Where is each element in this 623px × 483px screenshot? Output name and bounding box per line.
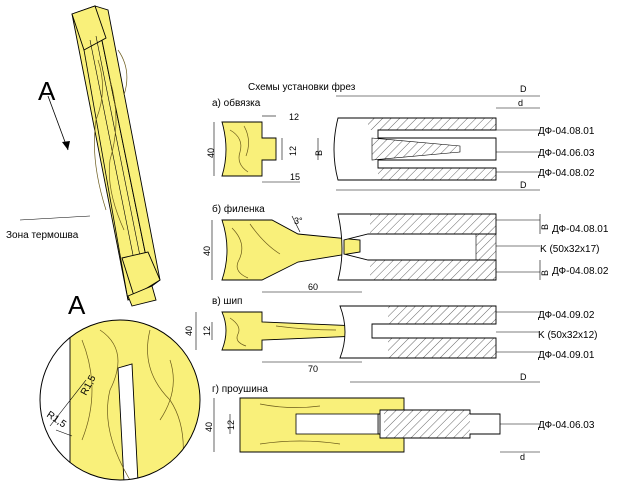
section-c-dim-2: 12 [202, 326, 212, 336]
section-a-dim-1: 12 [289, 112, 299, 122]
section-d-dim-2: 40 [204, 422, 214, 432]
section-d-heading: г) проушина [212, 384, 268, 395]
section-c-cutter-1: ДФ-04.09.02 [538, 310, 595, 321]
section-c-cutter-3: ДФ-04.09.01 [538, 350, 595, 361]
detail-a: А R1,5 R1,5 [39, 290, 201, 481]
section-c-dim-1: 40 [184, 326, 194, 336]
zone-label: Зона термошва [6, 230, 79, 241]
section-c-cutter-2: K (50х32х12) [538, 330, 597, 341]
section-a-dim-5: B [314, 150, 324, 156]
section-b-cutter-3: ДФ-04.08.02 [552, 266, 609, 277]
section-d-dim-3: 12 [226, 420, 236, 430]
section-a-heading: а) обвязка [212, 97, 261, 109]
section-a-cutter-1: ДФ-04.08.01 [538, 126, 595, 137]
view-arrow-a: А [38, 76, 70, 151]
section-b-heading: б) филенка [212, 203, 265, 215]
section-a-dim-2: 40 [206, 148, 216, 158]
section-a-dim-7: d [518, 98, 523, 108]
section-c-heading: в) шип [212, 296, 242, 307]
section-b-dim-5: B [540, 270, 550, 276]
section-b-dim-1: 3° [294, 216, 303, 226]
section-b: б) филенка 40 3° 60 B B ДФ-04.08.01 K (5… [202, 203, 609, 293]
section-b-dim-4: B [540, 224, 550, 230]
section-c-dim-3: 70 [308, 364, 318, 374]
section-a-cutter-3: ДФ-04.08.02 [538, 168, 595, 179]
section-d-dim-1: D [520, 372, 527, 382]
section-a-dim-4: 15 [290, 172, 300, 182]
section-d-dim-4: d [520, 452, 525, 462]
detail-label: А [68, 290, 86, 320]
section-b-cutter-1: ДФ-04.08.01 [552, 224, 609, 235]
section-a-dim-8: D [520, 180, 527, 190]
figure-title: Схемы установки фрез [248, 81, 356, 93]
frame-3d-view [19, 5, 161, 307]
section-a: а) обвязка 12 40 12 15 B D d D ДФ-04.08.… [206, 84, 595, 191]
section-b-dim-3: 60 [308, 282, 318, 292]
section-a-dim-3: 12 [288, 146, 298, 156]
section-d: г) проушина D 40 12 ДФ-04.06.03 d [204, 372, 595, 462]
view-label: А [38, 76, 56, 106]
section-a-cutter-2: ДФ-04.06.03 [538, 148, 595, 159]
section-a-dim-6: D [520, 84, 527, 94]
section-c: в) шип 40 12 70 ДФ-04.09.02 K (50х32х12)… [184, 296, 597, 374]
section-b-dim-2: 40 [202, 246, 212, 256]
section-b-cutter-2: K (50х32х17) [540, 244, 599, 255]
section-d-cutter-1: ДФ-04.06.03 [538, 420, 595, 431]
